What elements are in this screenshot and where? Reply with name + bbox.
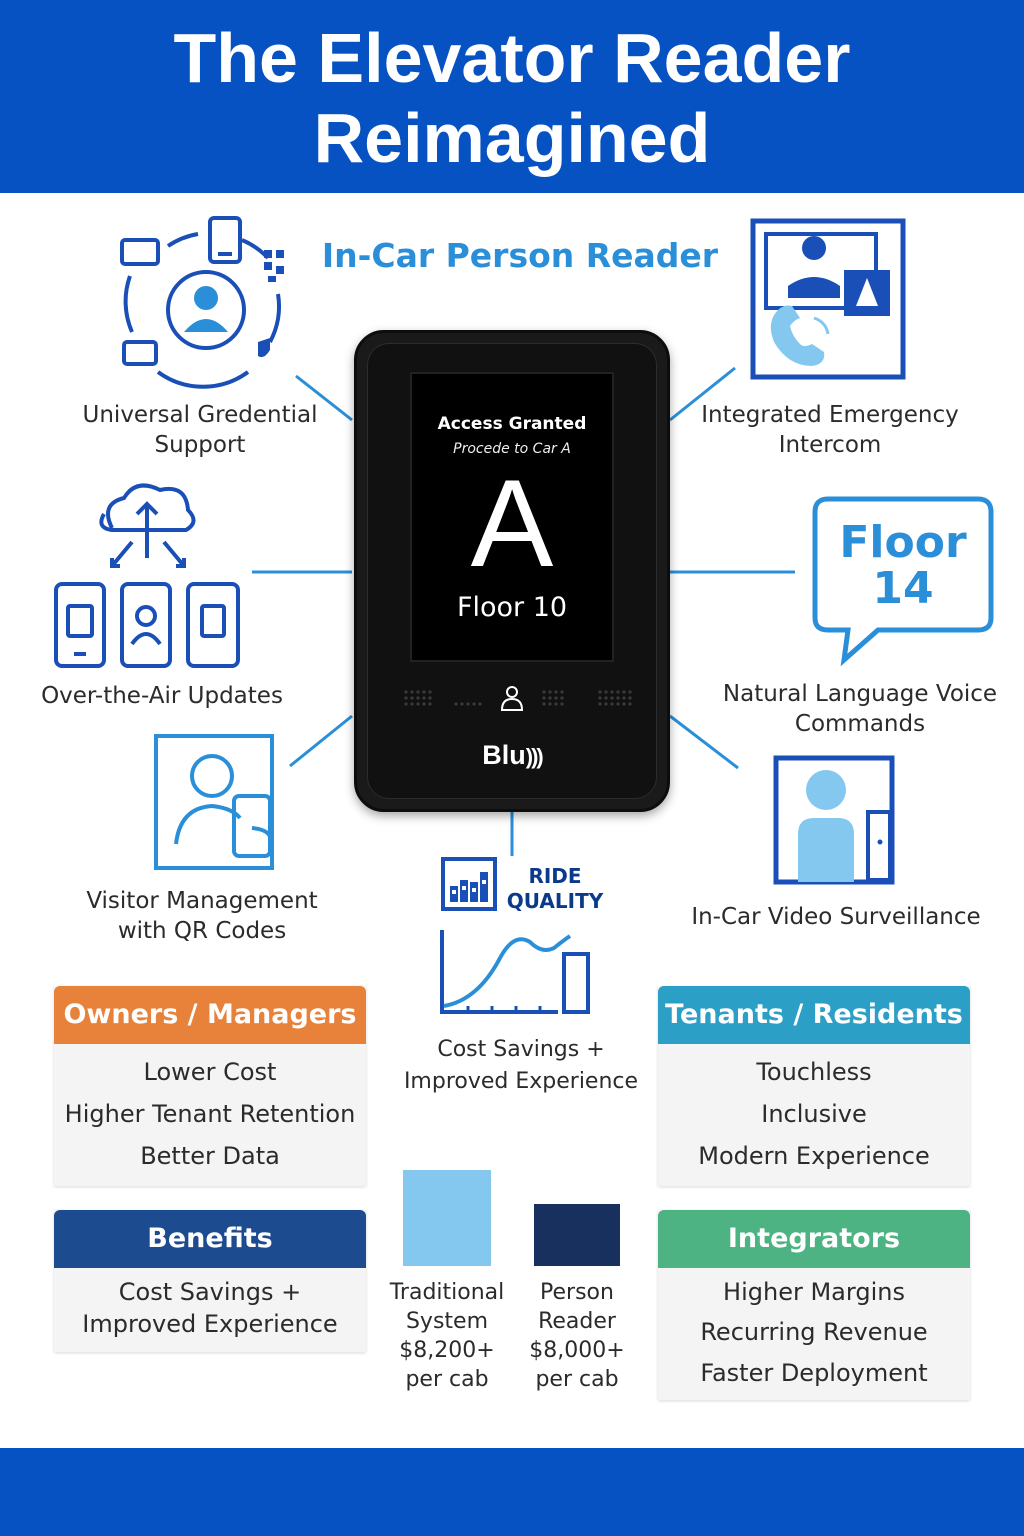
nfc-waves-icon: ))) bbox=[525, 744, 544, 769]
owners-box: Owners / Managers Lower Cost Higher Tena… bbox=[54, 986, 366, 1186]
list-item: Touchless bbox=[756, 1058, 872, 1086]
traditional-cost-label: Traditional System $8,200+ per cab bbox=[389, 1280, 505, 1392]
list-item: Cost Savings + bbox=[118, 1278, 302, 1306]
camera-person-icon bbox=[773, 755, 895, 885]
page-title: The Elevator Reader Reimagined bbox=[0, 18, 1024, 178]
benefits-box: Benefits Cost Savings + Improved Experie… bbox=[54, 1210, 366, 1352]
list-item: Inclusive bbox=[761, 1100, 867, 1128]
header-banner bbox=[0, 0, 1024, 193]
title-line-2: Reimagined bbox=[313, 99, 711, 177]
list-item: Lower Cost bbox=[143, 1058, 277, 1086]
intercom-icon bbox=[750, 218, 906, 380]
list-item: Improved Experience bbox=[82, 1310, 338, 1338]
benefits-box-title: Benefits bbox=[54, 1210, 366, 1268]
owners-box-title: Owners / Managers bbox=[54, 986, 366, 1044]
building-chart-icon bbox=[441, 857, 497, 911]
integrators-box-title: Integrators bbox=[658, 1210, 970, 1268]
ota-label: Over-the-Air Updates bbox=[41, 683, 283, 709]
car-letter: A bbox=[470, 455, 554, 593]
visitor-label: Visitor Management with QR Codes bbox=[86, 888, 318, 944]
access-instruction: Procede to Car A bbox=[453, 441, 571, 457]
tenants-box-title: Tenants / Residents bbox=[658, 986, 970, 1044]
traditional-swatch bbox=[403, 1170, 491, 1266]
ride-quality-caption: Cost Savings + Improved Experience bbox=[403, 1037, 639, 1094]
list-item: Better Data bbox=[140, 1142, 280, 1170]
footer-band bbox=[0, 1448, 1024, 1536]
list-item: Faster Deployment bbox=[700, 1359, 928, 1387]
list-item: Higher Margins bbox=[723, 1278, 905, 1306]
credential-label: Universal Gredential Support bbox=[82, 402, 318, 458]
tenants-box: Tenants / Residents Touchless Inclusive … bbox=[658, 986, 970, 1186]
list-item: Higher Tenant Retention bbox=[64, 1100, 356, 1128]
floor-readout: Floor 10 bbox=[456, 592, 568, 623]
visitor-phone-icon bbox=[154, 734, 274, 870]
speech-bubble-icon bbox=[812, 496, 994, 666]
cloud-update-icon bbox=[54, 483, 240, 668]
ride-quality-title: RIDE QUALITY bbox=[506, 864, 604, 913]
access-status: Access Granted bbox=[437, 414, 587, 434]
brand-logo: Blu))) bbox=[482, 740, 544, 770]
title-line-1: The Elevator Reader bbox=[173, 19, 851, 97]
integrators-box: Integrators Higher Margins Recurring Rev… bbox=[658, 1210, 970, 1400]
voice-label: Natural Language Voice Commands bbox=[722, 681, 998, 737]
person-reader-swatch bbox=[534, 1204, 620, 1266]
product-subheading: In-Car Person Reader bbox=[321, 236, 719, 275]
credential-cycle-icon bbox=[120, 216, 284, 389]
device-screen: Access Granted Procede to Car A A Floor … bbox=[410, 372, 614, 662]
device-speaker-grilles bbox=[404, 686, 632, 711]
voice-bubble-text: Floor 14 bbox=[839, 517, 967, 614]
video-label: In-Car Video Surveillance bbox=[691, 904, 981, 930]
list-item: Recurring Revenue bbox=[700, 1318, 928, 1346]
intercom-label: Integrated Emergency Intercom bbox=[701, 402, 959, 458]
list-item: Modern Experience bbox=[698, 1142, 930, 1170]
person-reader-cost-label: Person Reader $8,000+ per cab bbox=[529, 1280, 625, 1392]
ride-quality-chart-icon bbox=[440, 930, 590, 1014]
